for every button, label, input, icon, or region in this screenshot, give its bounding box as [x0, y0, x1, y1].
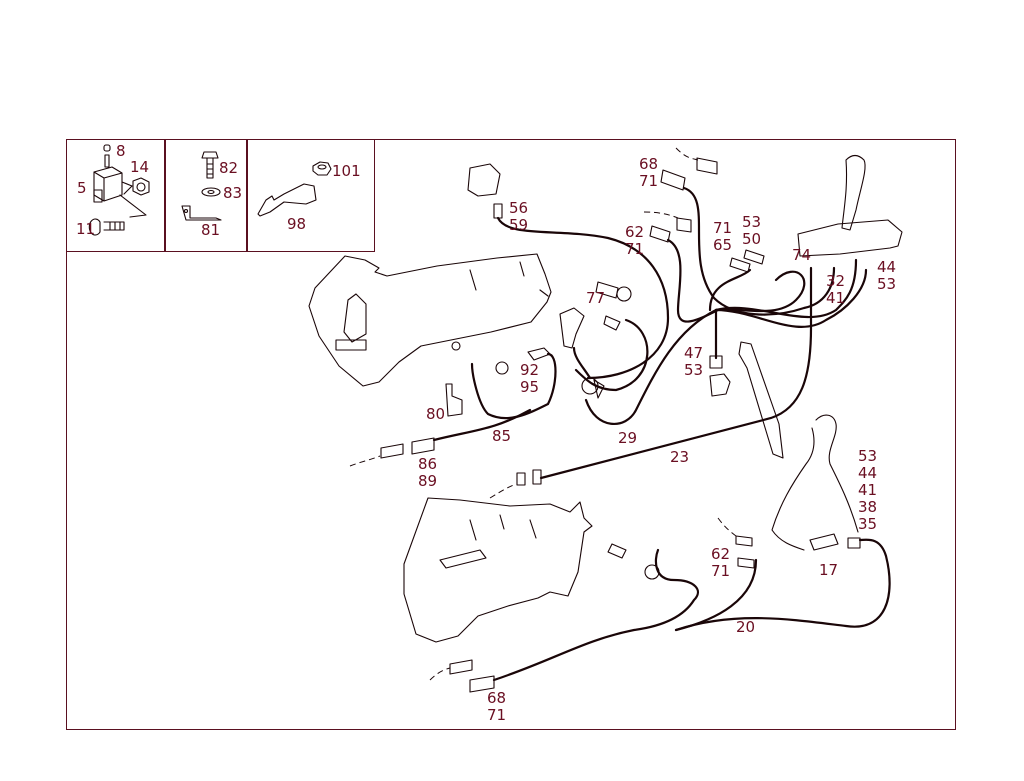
- callout-47-53: 47 53: [684, 344, 704, 379]
- switch-80-icon: [445, 383, 463, 417]
- connector-68-upper-icon: [660, 157, 718, 191]
- nut-101-icon: [312, 161, 332, 176]
- callout-68-71-upper: 68 71: [639, 155, 659, 190]
- inset-box-valve: [66, 139, 166, 252]
- shift-lever-upper-icon: [797, 154, 903, 257]
- callout-68-71-lower: 68 71: [487, 689, 507, 724]
- bolt-icon: [88, 218, 125, 236]
- inset-box-bolt: [164, 139, 248, 252]
- speed-sensor-lower-icon: [607, 543, 660, 580]
- label-part-82: 82: [219, 159, 239, 177]
- washer-83-icon: [201, 187, 221, 197]
- plug-icon: [559, 307, 621, 349]
- connector-47-icon: [709, 355, 731, 397]
- callout-62-71-lower: 62 71: [711, 545, 731, 580]
- label-part-14: 14: [130, 158, 150, 176]
- callout-74: 74: [792, 246, 812, 264]
- inset-box-bracket: [246, 139, 375, 252]
- diagram-frame: [66, 139, 956, 730]
- callout-44-53: 44 53: [877, 258, 897, 293]
- connector-56-icon: [467, 163, 503, 219]
- callout-32-41: 32 41: [826, 272, 846, 307]
- speed-sensor-77-icon: [595, 281, 632, 302]
- bracket-81-icon: [181, 205, 222, 221]
- label-part-98: 98: [287, 215, 307, 233]
- automatic-transmission-icon: [308, 253, 552, 387]
- callout-29: 29: [618, 429, 638, 447]
- callout-62-71-upper: 62 71: [625, 223, 645, 258]
- connector-68-lower-icon: [449, 659, 495, 693]
- label-part-81: 81: [201, 221, 221, 239]
- connector-86-icon: [380, 437, 435, 459]
- callout-85: 85: [492, 427, 512, 445]
- manual-transmission-icon: [403, 497, 593, 643]
- connector-71-65-icon: [729, 249, 765, 273]
- callout-71-65: 71 65: [713, 219, 733, 254]
- callout-92-95: 92 95: [520, 361, 540, 396]
- wiring-harness: [432, 186, 891, 682]
- label-part-101: 101: [332, 162, 361, 180]
- callout-17: 17: [819, 561, 839, 579]
- connector-62-lower-icon: [735, 535, 755, 569]
- shift-lever-lower-icon: [771, 414, 861, 551]
- connector-23-icon: [516, 469, 542, 486]
- bracket-98-icon: [257, 183, 317, 217]
- callout-86-89: 86 89: [418, 455, 438, 490]
- callout-77: 77: [586, 289, 606, 307]
- label-part-11: 11: [76, 220, 96, 238]
- connector-62-upper-icon: [649, 217, 692, 243]
- label-part-8: 8: [116, 142, 126, 160]
- callout-53-50: 53 50: [742, 213, 762, 248]
- heat-shield-bracket-icon: [738, 341, 784, 459]
- valve-icon: [93, 144, 147, 218]
- nut-icon: [132, 177, 150, 196]
- callout-53-44-41-38-35: 53 44 41 38 35: [858, 447, 878, 533]
- label-part-5: 5: [77, 179, 87, 197]
- callout-20: 20: [736, 618, 756, 636]
- callout-56-59: 56 59: [509, 199, 529, 234]
- bolt-82-icon: [201, 151, 219, 179]
- label-part-83: 83: [223, 184, 243, 202]
- callout-80: 80: [426, 405, 446, 423]
- wire-continuation-dashes: [349, 147, 737, 681]
- callout-23: 23: [670, 448, 690, 466]
